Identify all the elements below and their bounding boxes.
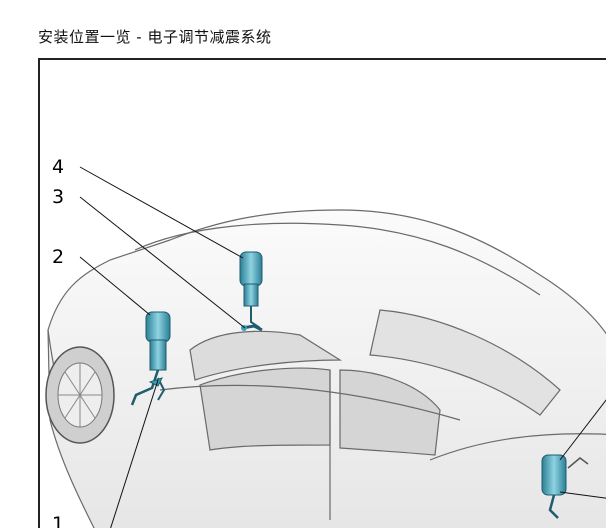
callout-3: 3 [52, 186, 64, 208]
strut-part-2 [130, 311, 171, 406]
leader-line-3 [79, 196, 246, 329]
trunk-line [429, 433, 606, 461]
front-wheel [45, 346, 115, 444]
callout-4: 4 [52, 156, 64, 178]
figure-frame: 4 3 2 1 [38, 58, 606, 528]
callout-2: 2 [52, 246, 64, 268]
callout-1: 1 [52, 513, 64, 528]
leader-line-4 [79, 166, 244, 259]
car-body [47, 209, 606, 528]
strut-part-4 [239, 251, 263, 329]
leader-line-1 [110, 379, 159, 528]
rear-window [369, 309, 561, 416]
page-title: 安装位置一览 - 电子调节减震系统 [38, 28, 272, 46]
leader-line-right-a [559, 399, 606, 461]
leader-line-2 [79, 256, 151, 316]
belt-line [159, 384, 461, 421]
strut-rear-right [541, 454, 589, 519]
side-window-rear [339, 369, 441, 456]
leader-lines [79, 166, 606, 528]
roof-line [134, 222, 541, 296]
leader-line-right-b [559, 491, 606, 499]
side-window-front [199, 367, 331, 451]
windshield [189, 330, 343, 381]
sensor-part-1 [148, 377, 163, 387]
car-illustration: 4 3 2 1 [45, 156, 606, 528]
